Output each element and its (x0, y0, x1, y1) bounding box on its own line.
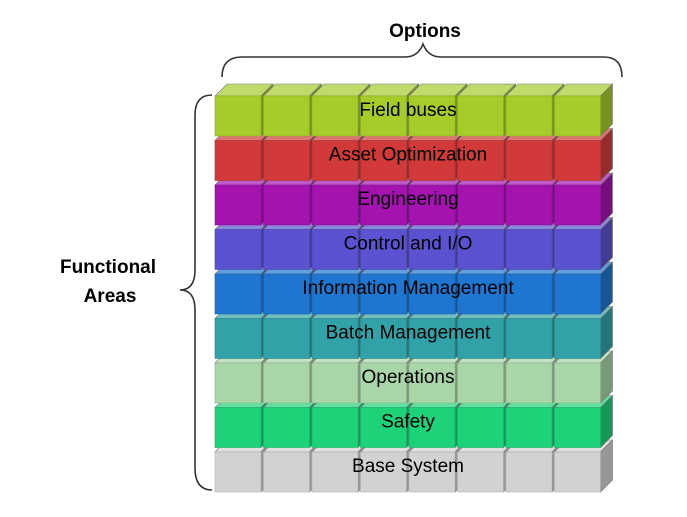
braces (179, 41, 623, 491)
block-front (311, 140, 359, 181)
block-front (505, 318, 553, 359)
block-front (214, 140, 262, 181)
block-front (554, 95, 601, 137)
block-front (408, 273, 456, 315)
block-front (457, 318, 504, 359)
block-front (263, 407, 310, 448)
block-front (505, 407, 553, 448)
block-front (554, 407, 601, 448)
block-front (360, 184, 407, 226)
block-front (263, 318, 310, 359)
block-front (214, 451, 262, 493)
functional-areas-label-line2: Areas (84, 286, 137, 307)
block-front (505, 95, 553, 137)
block-front (554, 229, 601, 270)
block-front (554, 273, 601, 315)
block-front (214, 95, 262, 137)
block-front (408, 451, 456, 493)
block-front (360, 318, 407, 359)
block-front (311, 229, 359, 270)
block-front (408, 140, 456, 181)
block-front (505, 451, 553, 493)
block-front (263, 362, 310, 404)
block-front (311, 451, 359, 493)
block-front (505, 362, 553, 404)
block-front (311, 318, 359, 359)
block-front (554, 451, 601, 493)
layer-label: Base System (352, 456, 464, 477)
functional-areas-label-line1: Functional (60, 257, 156, 278)
block-front (457, 184, 504, 226)
block-front (311, 95, 359, 137)
block-front (505, 273, 553, 315)
block-front (408, 95, 456, 137)
block-front (408, 184, 456, 226)
block-front (408, 362, 456, 404)
block-front (214, 407, 262, 448)
block-front (214, 318, 262, 359)
block-front (360, 273, 407, 315)
block-front (263, 140, 310, 181)
layer-label: Information Management (302, 278, 514, 299)
block-front (554, 318, 601, 359)
block-front (311, 273, 359, 315)
block-front (263, 95, 310, 137)
block-front (311, 407, 359, 448)
block-front (360, 95, 407, 137)
block-front (360, 229, 407, 270)
layer-label: Operations (362, 367, 455, 388)
block-front (214, 362, 262, 404)
block-front (360, 451, 407, 493)
block-front (360, 407, 407, 448)
layer-label: Field buses (359, 100, 456, 121)
block-front (214, 184, 262, 226)
block-front (457, 95, 504, 137)
block-front (457, 229, 504, 270)
block-grid (214, 83, 614, 493)
options-label: Options (389, 21, 461, 42)
block-front (505, 229, 553, 270)
block-front (263, 273, 310, 315)
block-front (360, 140, 407, 181)
block-front (457, 273, 504, 315)
block-front (263, 184, 310, 226)
block-front (214, 229, 262, 270)
functional-areas-brace (179, 94, 213, 491)
block-front (408, 407, 456, 448)
layer-label: Engineering (357, 189, 458, 210)
block-front (311, 362, 359, 404)
block-front (505, 184, 553, 226)
block-front (457, 407, 504, 448)
block-front (457, 451, 504, 493)
block-front (554, 362, 601, 404)
block-front (408, 229, 456, 270)
block-front (408, 318, 456, 359)
block-front (311, 184, 359, 226)
block-front (457, 362, 504, 404)
layer-labels: Base System Safety Operations Batch Managem… (302, 100, 514, 477)
block-front (360, 362, 407, 404)
layer-label: Asset Optimization (329, 145, 487, 166)
layer-label: Safety (381, 412, 435, 433)
layer-label: Control and I/O (344, 234, 473, 255)
options-brace (221, 41, 623, 78)
block-front (214, 273, 262, 315)
block-front (505, 140, 553, 181)
layer-label: Batch Management (326, 323, 491, 344)
block-front (554, 140, 601, 181)
block-front (554, 184, 601, 226)
block-front (263, 451, 310, 493)
block-front (263, 229, 310, 270)
block-front (457, 140, 504, 181)
